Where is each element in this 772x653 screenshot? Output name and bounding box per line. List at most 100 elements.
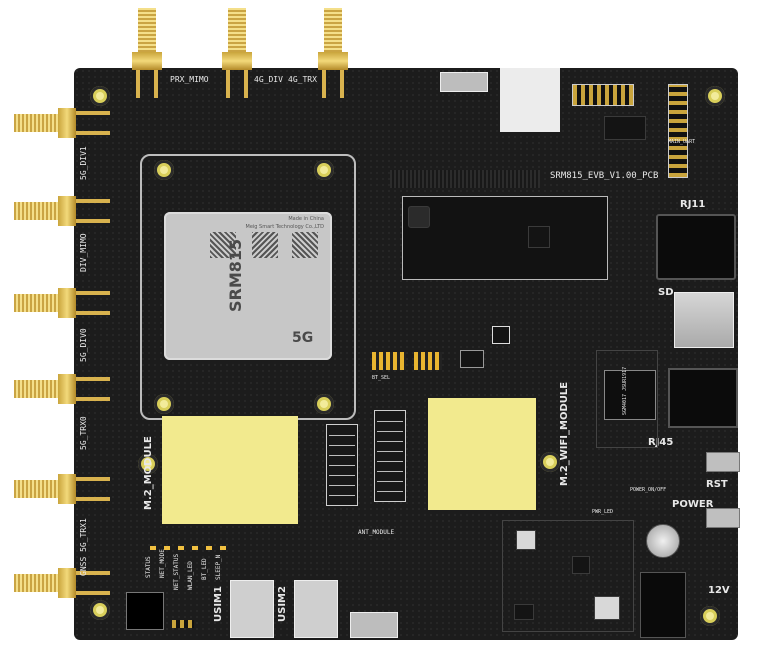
module-5g-text: 5G xyxy=(292,330,314,346)
label-gnss-5g-trx1: GNSS 5G_TRX1 xyxy=(79,518,88,576)
label-ant-module: ANT_MODULE xyxy=(358,529,395,536)
board-top-cutout xyxy=(500,68,560,132)
jumper-header xyxy=(172,620,194,628)
mounting-hole xyxy=(90,600,110,620)
ic-chip xyxy=(460,350,484,368)
module-brand-text: SRM815 xyxy=(226,238,245,312)
mounting-hole xyxy=(705,86,725,106)
board-title-silk: SRM815_EVB_V1.00_PCB xyxy=(550,171,659,181)
label-5g-trx0: 5G_TRX0 xyxy=(79,416,88,450)
pin-header-vertical xyxy=(668,84,688,178)
ic-chip xyxy=(528,226,550,248)
usb-connector-top xyxy=(440,72,488,92)
label-4g-div: 4G_DIV xyxy=(254,75,283,84)
label-5g-div0: 5G_DIV0 xyxy=(79,328,88,362)
label-net-mode: NET_MODE xyxy=(159,549,166,578)
m2-wifi-slot xyxy=(374,410,406,502)
power-section xyxy=(502,520,634,632)
module-screw xyxy=(314,394,334,414)
mounting-hole xyxy=(540,452,560,472)
mounting-hole xyxy=(700,606,720,626)
label-pwr-led: PWR_LED xyxy=(592,509,614,515)
sma-connector-5g-trx0 xyxy=(14,374,114,404)
inductor xyxy=(594,596,620,620)
status-led xyxy=(150,546,156,550)
label-12v: 12V xyxy=(708,585,730,596)
label-sleep-n: SLEEP_N xyxy=(215,554,222,580)
black-component xyxy=(126,592,164,630)
module-maker-text: Made in China xyxy=(288,216,324,222)
sma-connector-5g-div0 xyxy=(14,288,114,318)
rst-button[interactable] xyxy=(706,452,740,472)
net-mode-led xyxy=(164,546,170,550)
label-wlan-led: WLAN_LED xyxy=(187,561,194,590)
qr-code xyxy=(210,232,236,258)
rj45-jack xyxy=(668,368,738,428)
ic-chip xyxy=(604,116,646,140)
label-status: STATUS xyxy=(145,556,152,578)
dip-switch[interactable] xyxy=(414,352,442,370)
sma-connector-prx-mimo xyxy=(132,8,162,103)
ic-chip xyxy=(402,196,608,280)
capacitor xyxy=(646,524,680,558)
inductor xyxy=(408,206,430,228)
bt-led xyxy=(206,546,212,550)
label-prx-mimo: PRX_MIMO xyxy=(170,75,209,84)
sma-connector-5g-div1 xyxy=(14,108,114,138)
mounting-hole xyxy=(138,454,158,474)
label-m2-wifi-module: M.2_WIFI_MODULE xyxy=(559,381,570,486)
pin-header xyxy=(572,84,634,106)
sma-connector-div-mimo xyxy=(14,196,114,226)
trace-area xyxy=(390,170,540,188)
label-rj45: RJ45 xyxy=(648,437,674,448)
sd-card-slot xyxy=(674,292,734,348)
ic-chip xyxy=(572,556,590,574)
power-button[interactable] xyxy=(706,508,740,528)
pcb-board xyxy=(74,68,738,640)
label-usim1: USIM1 xyxy=(213,586,224,622)
dip-switch[interactable] xyxy=(372,352,406,370)
module-screw xyxy=(154,394,174,414)
label-5g-div1: 5G_DIV1 xyxy=(79,146,88,180)
sma-connector-4g-trx xyxy=(318,8,348,103)
usim2-slot xyxy=(294,580,338,638)
wlan-led xyxy=(192,546,198,550)
mounting-hole xyxy=(90,86,110,106)
dc-power-jack xyxy=(640,572,686,638)
sleep-led xyxy=(220,546,226,550)
label-main-uart: MAIN_UART xyxy=(668,139,696,145)
label-power: POWER xyxy=(672,499,714,510)
usim1-slot xyxy=(230,580,274,638)
label-sd: SD xyxy=(658,287,674,298)
label-usim2: USIM2 xyxy=(277,586,288,622)
qr-code xyxy=(252,232,278,258)
rj11-jack xyxy=(656,214,736,280)
module-screw xyxy=(314,160,334,180)
m2-slot xyxy=(326,424,358,506)
qr-code xyxy=(292,232,318,258)
label-4g-trx: 4G_TRX xyxy=(288,75,317,84)
trace-area xyxy=(596,350,658,448)
ic-chip xyxy=(516,530,536,550)
label-net-status: NET_STATUS xyxy=(173,553,180,590)
label-rj11: RJ11 xyxy=(680,199,706,210)
sma-connector-gnss xyxy=(14,568,114,598)
sma-connector-5g-trx1 xyxy=(14,474,114,504)
srm815-module: Made in China Meig Smart Technology Co.,… xyxy=(164,212,332,360)
label-power-on-off: POWER_ON/OFF xyxy=(630,487,667,493)
usb-connector-bottom xyxy=(350,612,398,638)
sma-connector-4g-div xyxy=(222,8,252,103)
thermal-pad-wifi xyxy=(428,398,536,510)
label-m2-module: M.2_MODULE xyxy=(143,436,154,510)
module-company-text: Meig Smart Technology Co.,LTD xyxy=(245,224,325,230)
ic-chip xyxy=(492,326,510,344)
label-div-mimo: DIV_MIMO xyxy=(79,233,88,272)
label-rst: RST xyxy=(706,479,728,490)
thermal-pad-m2 xyxy=(162,416,298,524)
label-bt-led: BT_LED xyxy=(201,558,208,580)
ethernet-chip: SGM4017 JSUR1917 xyxy=(604,367,656,420)
net-status-led xyxy=(178,546,184,550)
module-screw xyxy=(154,160,174,180)
ic-chip xyxy=(514,604,534,620)
label-bt-sel: BT_SEL xyxy=(372,375,391,381)
